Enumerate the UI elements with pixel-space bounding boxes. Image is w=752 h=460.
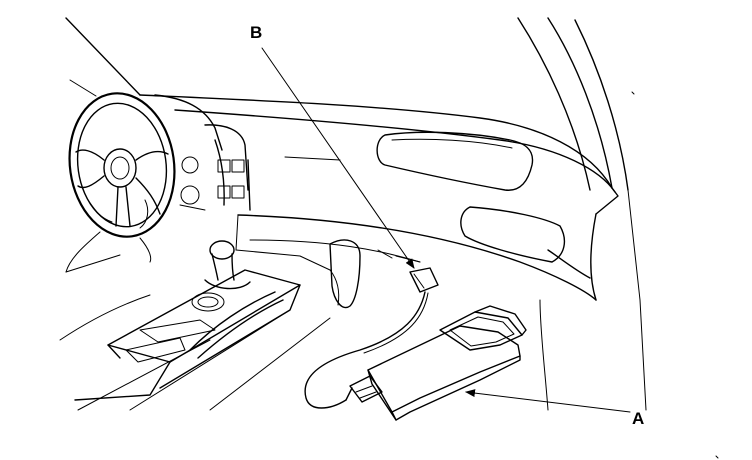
windshield-edge [65,17,141,97]
steering-wheel [68,92,176,238]
center-vent [376,131,534,191]
scan-tool-cable [304,291,429,409]
lower-trim [329,239,421,309]
door-sill [539,299,549,411]
meter-hood [154,94,251,211]
shift-knob [204,240,251,290]
glovebox [460,206,591,279]
leader-a [465,389,631,413]
center-switches [179,156,245,211]
center-console [59,269,331,411]
leader-b [261,47,415,269]
callout-label-a: A [632,409,644,428]
steering-column [65,231,152,273]
scan-tool [345,305,527,421]
data-link-connector [409,267,439,293]
floor-lines [65,249,340,306]
stray-mark [631,91,635,95]
callout-label-b: B [250,23,262,42]
dashboard [139,94,619,301]
stray-mark [715,455,719,459]
door-frame [517,17,647,411]
